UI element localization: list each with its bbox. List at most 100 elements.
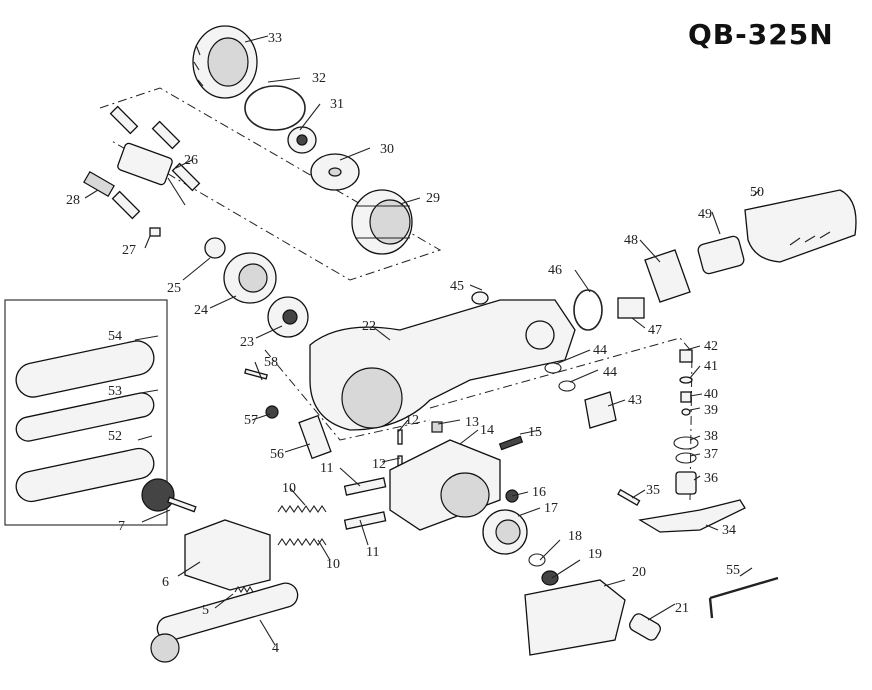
part-29-cylinder [351,189,413,255]
part-label-44-lower: 44 [603,365,617,380]
part-22-housing [309,299,576,431]
part-11-pin [343,477,387,496]
part-label-6: 6 [162,575,169,590]
part-55-hex-key [708,576,779,619]
part-33-ring [192,25,258,99]
part-46-o-ring [573,289,603,331]
part-label-38: 38 [704,429,718,444]
part-15-screw [498,435,524,451]
part-label-10-lower: 10 [326,557,340,572]
part-label-39: 39 [704,403,718,418]
part-53-arm [15,392,155,442]
part-44-washer [558,380,576,392]
part-31-bearing [287,126,317,154]
part-label-48: 48 [624,233,638,248]
part-label-55: 55 [726,563,740,578]
part-label-50: 50 [750,185,764,200]
part-label-22: 22 [362,319,376,334]
part-24-bearing-housing [223,252,277,304]
part-35-pin [617,488,641,506]
arms-inset-frame [4,299,168,526]
part-label-41: 41 [704,359,718,374]
assembly-guide-line [264,349,431,441]
part-25-washer [204,237,226,259]
part-7-tension-knob [141,478,197,513]
part-34-throttle-lever [638,499,746,533]
part-23-bearing [267,296,309,338]
part-10-spring [277,538,327,546]
model-title: QB-325N [688,18,834,51]
rotor-vanes [83,105,201,220]
part-label-18: 18 [568,529,582,544]
part-label-11-upper: 11 [320,461,333,476]
part-label-29: 29 [426,191,440,206]
part-49-inlet-fitting [697,235,745,275]
part-54-arm [15,340,155,398]
part-label-32: 32 [312,71,326,86]
part-11-pin [343,511,387,530]
part-label-53: 53 [108,384,122,399]
part-44-washer [544,362,562,374]
part-48-valve-block [644,249,691,303]
part-number-labels: 33 32 31 30 29 26 28 27 25 24 23 22 50 4… [66,31,764,656]
part-label-23: 23 [240,335,254,350]
part-label-42: 42 [704,339,718,354]
part-label-49: 49 [698,207,712,222]
part-58-screw [244,368,268,380]
part-label-14: 14 [480,423,494,438]
leader-lines [84,35,761,646]
assembly-guide-line [99,87,442,281]
part-45-cap [471,291,489,305]
part-label-33: 33 [268,31,282,46]
part-label-20: 20 [632,565,646,580]
part-label-10-upper: 10 [282,481,296,496]
part-32-o-ring [244,85,306,131]
part-label-43: 43 [628,393,642,408]
part-label-26: 26 [184,153,198,168]
part-label-15: 15 [528,425,542,440]
part-6-tracking-head [184,519,271,591]
part-20-belt-guard [524,579,626,656]
part-47-gasket [617,297,645,319]
part-14-bracket [389,439,501,531]
part-label-35: 35 [646,483,660,498]
part-label-58: 58 [264,355,278,370]
part-label-12-upper: 12 [405,413,419,428]
part-label-40: 40 [704,387,718,402]
part-label-28: 28 [66,193,80,208]
part-label-30: 30 [380,142,394,157]
part-26-rotor [117,142,186,206]
part-17-spacer [482,509,528,555]
part-label-21: 21 [675,601,689,616]
part-label-4: 4 [272,641,279,656]
part-43-valve [584,391,617,429]
part-52-arm [15,447,155,503]
part-5-spring [234,585,254,594]
part-label-44-upper: 44 [593,343,607,358]
part-label-16: 16 [532,485,546,500]
part-label-7: 7 [118,519,125,534]
part-label-13: 13 [465,415,479,430]
part-label-12-lower: 12 [372,457,386,472]
part-label-52: 52 [108,429,122,444]
part-13-key [431,421,443,433]
part-21-knob [629,613,661,641]
part-label-27: 27 [122,243,136,258]
part-label-19: 19 [588,547,602,562]
part-label-25: 25 [167,281,181,296]
part-19-nut [541,570,559,586]
part-label-45: 45 [450,279,464,294]
part-57-nut [265,405,279,419]
part-27-pin [149,227,161,237]
valve-stack [673,349,699,495]
part-50-handle-grip [744,189,857,263]
assembly-guide-line [429,337,693,501]
part-label-24: 24 [194,303,208,318]
part-label-11-lower: 11 [366,545,379,560]
part-label-5: 5 [202,603,209,618]
part-label-31: 31 [330,97,344,112]
part-label-17: 17 [544,501,558,516]
part-label-57: 57 [244,413,258,428]
